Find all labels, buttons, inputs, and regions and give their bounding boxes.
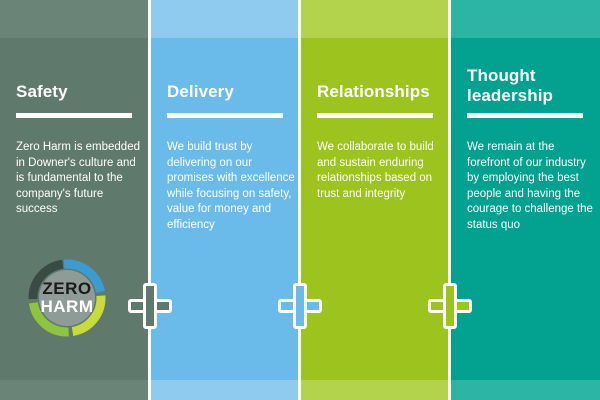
- column-bottom-strip: [451, 380, 600, 400]
- plus-icon: [428, 283, 472, 329]
- title-underline: [317, 113, 433, 118]
- column-title-relationships: Relationships: [317, 82, 430, 101]
- column-body: [301, 38, 448, 380]
- column-bottom-strip: [301, 380, 448, 400]
- plus-icon: [278, 283, 322, 329]
- logo-text-harm: HARM: [40, 297, 94, 316]
- plus-center: [296, 302, 304, 310]
- column-body: [151, 38, 298, 380]
- column-delivery: Delivery We build trust by delivering on…: [151, 0, 298, 400]
- logo-text-zero: ZERO: [42, 279, 92, 298]
- zero-harm-logo: ZERO HARM: [27, 258, 107, 338]
- column-relationships: Relationships We collaborate to build an…: [301, 0, 448, 400]
- column-bottom-strip: [151, 380, 298, 400]
- column-description-safety: Zero Harm is embedded in Downer's cultur…: [16, 141, 140, 215]
- column-description-delivery: We build trust by delivering on our prom…: [167, 141, 295, 231]
- column-top-strip: [301, 0, 448, 38]
- column-top-strip: [151, 0, 298, 38]
- plus-center: [446, 302, 454, 310]
- plus-icon: [128, 283, 172, 329]
- column-description-thought-leadership: We remain at the forefront of our indust…: [467, 141, 593, 231]
- column-title-thought-leadership: Thought leadership: [467, 66, 554, 105]
- title-underline: [16, 113, 132, 118]
- column-safety: Safety Zero Harm is embedded in Downer's…: [0, 0, 148, 400]
- title-underline: [467, 113, 583, 118]
- column-body: [451, 38, 600, 380]
- column-top-strip: [451, 0, 600, 38]
- column-description-relationships: We collaborate to build and sustain endu…: [317, 141, 434, 200]
- column-top-strip: [0, 0, 148, 38]
- column-thought-leadership: Thought leadership We remain at the fore…: [451, 0, 600, 400]
- column-title-delivery: Delivery: [167, 82, 234, 101]
- column-title-safety: Safety: [16, 82, 68, 101]
- title-underline: [167, 113, 283, 118]
- column-bottom-strip: [0, 380, 148, 400]
- plus-center: [146, 302, 154, 310]
- logo-ring-icon: [28, 259, 106, 337]
